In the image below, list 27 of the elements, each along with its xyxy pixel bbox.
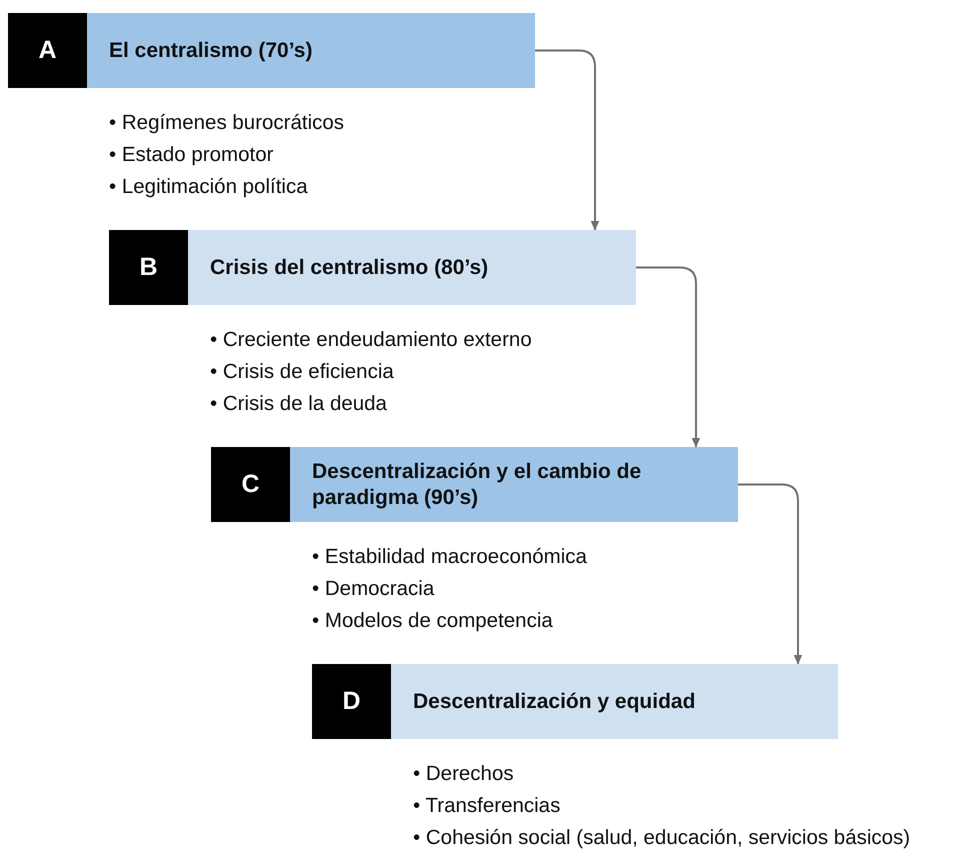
bullet-item: • Crisis de eficiencia [210,359,394,385]
bullet-item: • Estado promotor [109,142,274,168]
bullet-item: • Crisis de la deuda [210,391,387,417]
arrow [535,50,601,231]
stage-band [8,13,535,88]
stage-band [109,230,636,305]
arrow [738,484,804,665]
stage-heading: Crisis del centralismo (80’s) [210,254,488,280]
stage-letter: A [8,13,87,88]
stage-band [312,664,838,739]
bullet-item: • Estabilidad macroeconómica [312,544,587,570]
stage-letter: B [109,230,188,305]
stage-letter: C [211,447,290,522]
stage-heading: Descentralización y equidad [413,688,696,714]
stage-band [211,447,738,522]
bullet-item: • Derechos [413,761,514,787]
arrow [636,266,702,448]
bullet-item: • Cohesión social (salud, educación, servicios básicos) [413,825,910,850]
bullet-item: • Democracia [312,576,434,602]
stage-heading: El centralismo (70’s) [109,38,312,64]
bullet-item: • Creciente endeudamiento externo [210,327,532,353]
bullet-item: • Transferencias [413,793,560,819]
bullet-item: • Legitimación política [109,174,308,200]
bullet-item: • Regímenes burocráticos [109,110,344,136]
stage-heading: Descentralización y el cambio de paradigma (90’s) [312,459,642,510]
stage-letter: D [312,664,391,739]
bullet-item: • Modelos de competencia [312,608,553,634]
